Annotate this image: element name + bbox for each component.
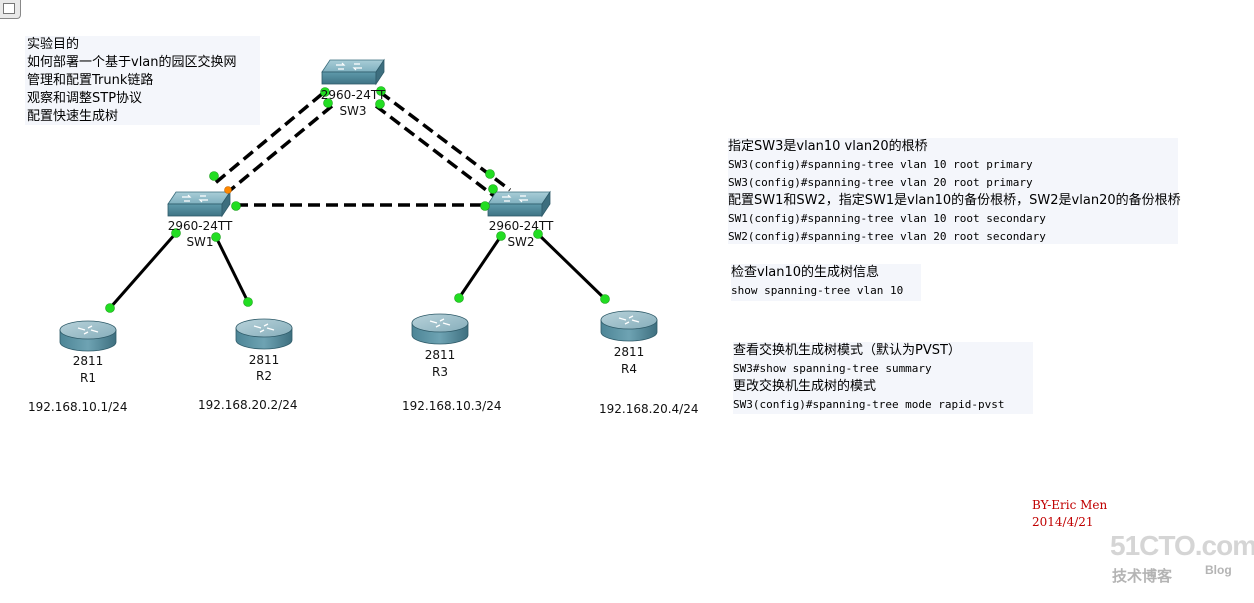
link-status-light [480, 201, 490, 211]
device-name-label: R3 [432, 365, 448, 379]
link-status-light [209, 171, 219, 181]
link-status-light [105, 303, 115, 313]
stp-mode-title: 查看交换机生成树模式（默认为PVST） [733, 343, 961, 358]
link-status-light [320, 87, 330, 97]
link-status-light [171, 228, 181, 238]
device-model-label: 2960-24TT [167, 219, 233, 233]
author-credit: BY-Eric Men 2014/4/21 [1032, 497, 1107, 531]
access-link-sw1-r1 [108, 232, 178, 309]
router-icon[interactable] [235, 318, 293, 350]
check-vlan-note: 检查vlan10的生成树信息 show spanning-tree vlan 1… [731, 264, 921, 301]
link-status-light [211, 232, 221, 242]
backup-root-cmd: SW2(config)#spanning-tree vlan 20 root s… [728, 230, 1046, 243]
ip-address-label: 192.168.20.2/24 [198, 398, 298, 412]
link-status-light [454, 293, 464, 303]
window-restore-icon[interactable] [0, 0, 21, 19]
author-date: 2014/4/21 [1032, 515, 1094, 529]
link-blocked-light [224, 186, 232, 194]
ip-address-label: 192.168.20.4/24 [599, 402, 699, 416]
stp-mode-note: 查看交换机生成树模式（默认为PVST） SW3#show spanning-tr… [733, 342, 1033, 414]
switch-icon[interactable] [167, 190, 231, 218]
device-model-label: 2811 [72, 354, 104, 368]
root-bridge-cmd: SW3(config)#spanning-tree vlan 20 root p… [728, 176, 1033, 189]
objectives-line: 管理和配置Trunk链路 [27, 73, 154, 88]
author-name: BY-Eric Men [1032, 498, 1108, 512]
link-status-light [488, 184, 498, 194]
device-name-label: SW3 [339, 104, 367, 118]
stp-mode-cmd: SW3(config)#spanning-tree mode rapid-pvs… [733, 398, 1005, 411]
link-status-light [600, 294, 610, 304]
link-status-light [231, 201, 241, 211]
device-name-label: SW1 [186, 235, 214, 249]
device-model-label: 2811 [424, 348, 456, 362]
device-model-label: 2811 [613, 345, 645, 359]
objectives-line: 观察和调整STP协议 [27, 91, 143, 106]
access-link-sw2-r4 [536, 232, 607, 301]
link-status-light [376, 86, 386, 96]
access-link-sw1-r2 [214, 236, 250, 303]
check-vlan-title: 检查vlan10的生成树信息 [731, 265, 880, 280]
objectives-line: 配置快速生成树 [27, 109, 119, 124]
watermark-blog: Blog [1205, 563, 1232, 577]
device-model-label: 2960-24TT [320, 88, 386, 102]
trunk-link-sw3-sw1 [226, 104, 334, 194]
ip-address-label: 192.168.10.1/24 [28, 400, 128, 414]
device-name-label: R2 [256, 369, 272, 383]
device-model-label: 2960-24TT [488, 219, 554, 233]
device-name-label: SW2 [507, 235, 535, 249]
link-status-light [243, 297, 253, 307]
link-status-light [375, 99, 385, 109]
router-icon[interactable] [59, 320, 117, 352]
stp-mode-cmd: SW3#show spanning-tree summary [733, 362, 932, 375]
objectives-line: 实验目的 [27, 37, 80, 52]
check-vlan-cmd: show spanning-tree vlan 10 [731, 284, 904, 297]
device-name-label: R1 [80, 371, 96, 385]
trunk-link-sw3-sw2 [374, 104, 496, 198]
objectives-line: 如何部署一个基于vlan的园区交换网 [27, 55, 237, 70]
watermark-brand: 51CTO.com [1110, 530, 1254, 561]
router-icon[interactable] [600, 310, 658, 342]
root-bridge-title: 指定SW3是vlan10 vlan20的根桥 [728, 139, 928, 154]
link-status-light [323, 98, 333, 108]
trunk-link-sw3-sw1 [212, 92, 324, 186]
router-icon[interactable] [411, 313, 469, 345]
device-model-label: 2811 [248, 353, 280, 367]
link-status-light [496, 231, 506, 241]
device-name-label: R4 [621, 362, 637, 376]
backup-root-cmd: SW1(config)#spanning-tree vlan 10 root s… [728, 212, 1046, 225]
site-watermark: 51CTO.com 技术博客 Blog [1110, 530, 1254, 590]
access-link-sw2-r3 [457, 235, 503, 299]
ip-address-label: 192.168.10.3/24 [402, 399, 502, 413]
objectives-note: 实验目的 如何部署一个基于vlan的园区交换网 管理和配置Trunk链路 观察和… [25, 36, 260, 125]
root-bridge-note: 指定SW3是vlan10 vlan20的根桥 SW3(config)#spann… [728, 138, 1181, 244]
stp-mode-change: 更改交换机生成树的模式 [733, 379, 877, 394]
switch-icon[interactable] [487, 190, 551, 218]
link-status-light [485, 169, 495, 179]
backup-root-text: 配置SW1和SW2，指定SW1是vlan10的备份根桥，SW2是vlan20的备… [728, 193, 1181, 208]
switch-icon[interactable] [321, 58, 385, 86]
root-bridge-cmd: SW3(config)#spanning-tree vlan 10 root p… [728, 158, 1033, 171]
link-status-light [533, 229, 543, 239]
watermark-sub: 技术博客 [1112, 567, 1173, 585]
